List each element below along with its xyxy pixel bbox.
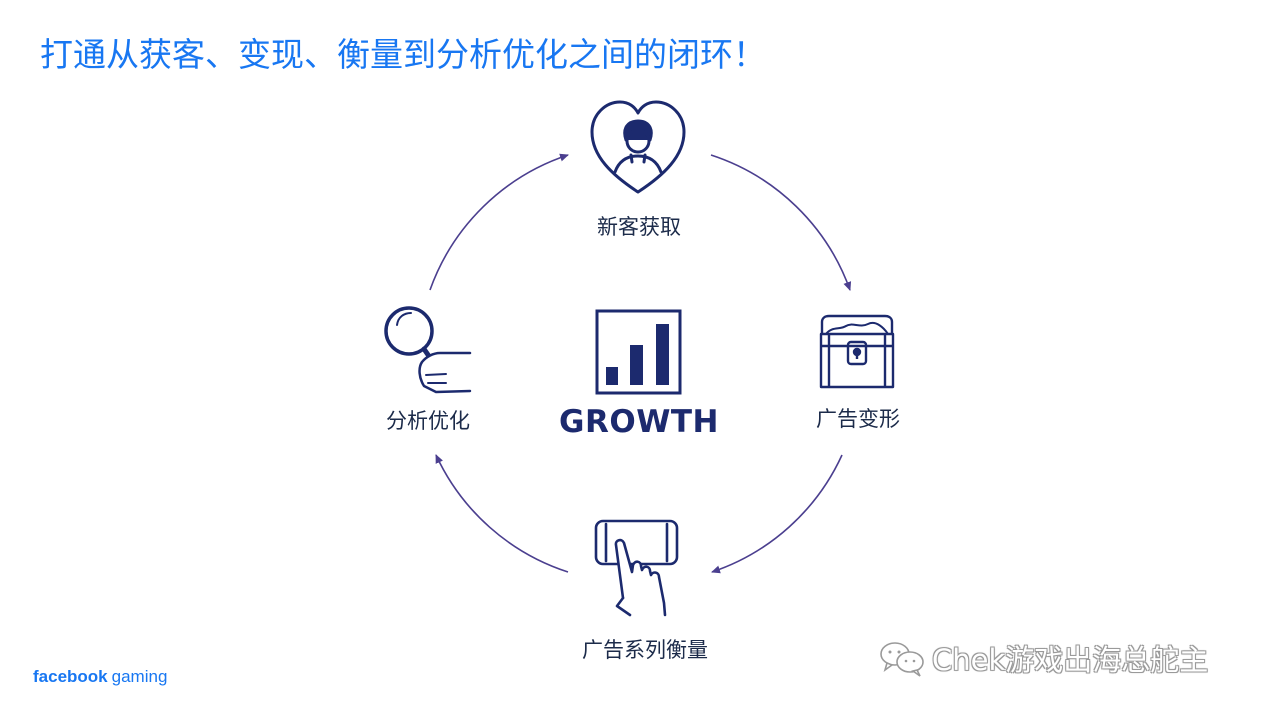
- growth-label: GROWTH: [559, 404, 719, 440]
- tap-phone-icon: [594, 519, 679, 617]
- wechat-icon: [880, 642, 924, 677]
- treasure-chest-icon: [819, 314, 895, 389]
- brand-name-bold: facebook: [33, 667, 108, 686]
- arrow-analysis-to-acquisition: [429, 153, 569, 291]
- watermark-icon-space: [878, 638, 922, 678]
- watermark: Chek游戏出海总舵主: [878, 636, 1208, 680]
- heart-person-icon: [590, 100, 686, 194]
- node-label-analysis: 分析优化: [386, 409, 470, 433]
- growth-bar-chart-icon: [595, 309, 682, 395]
- node-label-acquisition: 新客获取: [597, 215, 681, 239]
- node-label-monetization: 广告变形: [816, 407, 900, 431]
- page-title: 打通从获客、变现、衡量到分析优化之间的闭环！: [40, 35, 766, 74]
- brand-name-light: gaming: [111, 667, 168, 686]
- arrow-acquisition-to-monetization: [710, 154, 852, 291]
- magnifier-hand-icon: [384, 306, 472, 394]
- arrow-measurement-to-analysis: [435, 454, 569, 573]
- arrow-monetization-to-measurement: [711, 454, 843, 574]
- node-label-measurement: 广告系列衡量: [582, 638, 708, 662]
- watermark-text: Chek游戏出海总舵主: [932, 643, 1209, 677]
